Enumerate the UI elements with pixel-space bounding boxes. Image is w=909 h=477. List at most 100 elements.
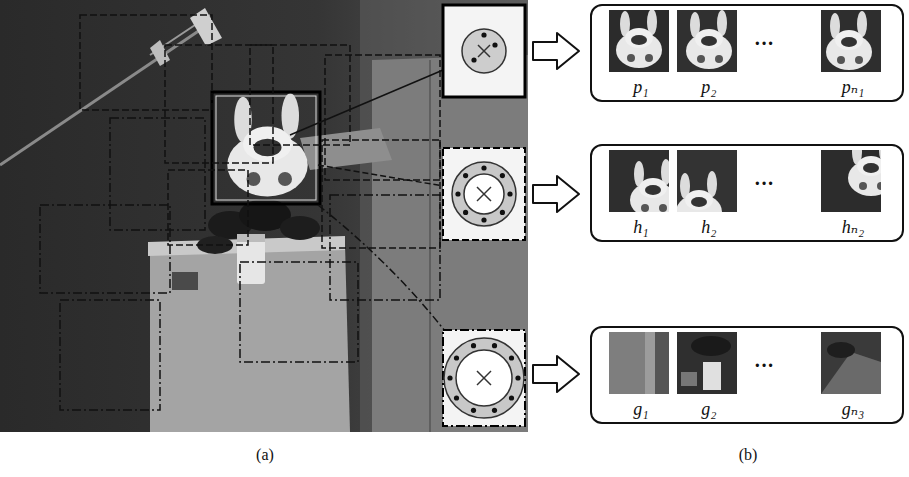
sampling-leader-lines [318,205,458,348]
patch-label: p₂ [701,77,716,97]
background-patches [655,332,669,394]
patch-label: hₙ₂ [842,217,865,237]
scene-photo [190,8,222,46]
scene-photo [360,0,528,432]
sampling-icon-outer [477,371,491,385]
ellipsis: ··· [754,173,774,193]
sample-set-box: h₁h₂···hₙ₂ [590,144,904,242]
positive-patches [609,9,669,72]
hard-patches [609,137,894,230]
sampling-icon-outer [443,330,525,426]
background-patches [681,372,697,386]
negative-sample-boxes [40,205,170,293]
hard-patches [630,159,676,218]
sampling-icon-middle [452,162,516,226]
sampling-icon-outer [454,395,459,400]
sampling-icon-inner [443,5,525,97]
sample-set-box: g₁ g₂ ··· gₙ₃ [590,326,904,424]
sampling-icon-inner [492,42,497,47]
scene-photo [300,128,392,170]
target-box [212,92,320,204]
scene-photo [172,272,198,290]
scene-photo [0,30,200,165]
negative-sample-boxes [240,262,358,362]
scene-photo [0,0,528,432]
sampling-icon-middle [477,187,491,201]
sampling-icon-middle [500,210,505,215]
negative-sample-boxes [60,300,160,410]
sampling-icon-middle [455,191,460,196]
positive-patches [821,10,881,72]
background-patches [821,352,881,394]
background-patches [609,332,881,394]
scene-photo [237,234,265,284]
sampling-icon-middle [463,173,468,178]
sampling-icon-middle [455,165,512,222]
hard-patches [821,137,894,212]
background-patches [691,336,731,356]
block-arrows [533,356,579,392]
sampling-icon-outer [492,408,497,413]
ellipsis: ··· [754,33,774,53]
background-patches [609,332,669,394]
scene-photo [429,60,431,432]
sampling-icon-outer [454,355,459,360]
sampling-icon-middle [443,148,525,240]
scene-photo [372,55,528,432]
positive-patches [686,10,732,69]
ellipsis: ··· [754,355,774,375]
sampling-icon-outer [443,330,525,426]
positive-sample-boxes [168,170,248,245]
target-box [216,96,316,200]
sampling-icon-middle [481,165,486,170]
positive-sample-boxes [325,55,440,180]
sampling-icon-middle [500,173,505,178]
sampling-icon-middle [507,191,512,196]
negative-sample-boxes [330,195,440,300]
sampling-icon-outer [444,338,524,418]
panel-caption: (a) [256,446,274,464]
panel-caption: (b) [739,446,758,464]
hard-patches [609,150,676,218]
sampling-icon-outer [492,343,497,348]
negative-sample-boxes [110,118,205,230]
sampling-icon-middle [463,210,468,215]
scene-photo [150,40,170,66]
background-patches [677,332,737,394]
patch-label: g₁ [633,399,648,419]
positive-patches [826,11,872,70]
sampling-icon-outer [447,343,520,413]
patch-label: pₙ₁ [842,77,865,97]
sampling-icon-inner [462,29,506,73]
negative-sample-boxes [40,118,440,410]
block-arrows [533,176,579,212]
patch-label: p₁ [633,77,648,97]
sampling-icon-outer [471,343,476,348]
sampling-icon-outer [515,375,520,380]
sampling-icon-outer [477,371,491,385]
background-patches [703,362,721,390]
patch-label: g₂ [701,399,716,419]
sampling-icon-outer [509,395,514,400]
block-arrows [533,33,579,69]
patch-label: h₁ [633,217,648,237]
sampling-icon-middle [481,217,486,222]
positive-patches [677,10,737,72]
positive-sample-boxes [322,140,440,248]
sampling-icon-outer [509,355,514,360]
sampling-icon-inner [471,57,476,62]
background-patches [821,332,881,394]
sampling-icon-middle [464,174,504,214]
scene-photo [0,0,528,432]
target-box [212,92,320,204]
positive-patches [677,10,737,72]
positive-patches [609,9,881,72]
positive-patches [609,10,669,72]
patch-label: gₙ₃ [842,399,865,419]
sampling-icon-outer [456,350,512,406]
scene-photo [280,216,320,240]
sample-set-box: p₁ p₂ ··· pₙ₁ [590,4,904,102]
